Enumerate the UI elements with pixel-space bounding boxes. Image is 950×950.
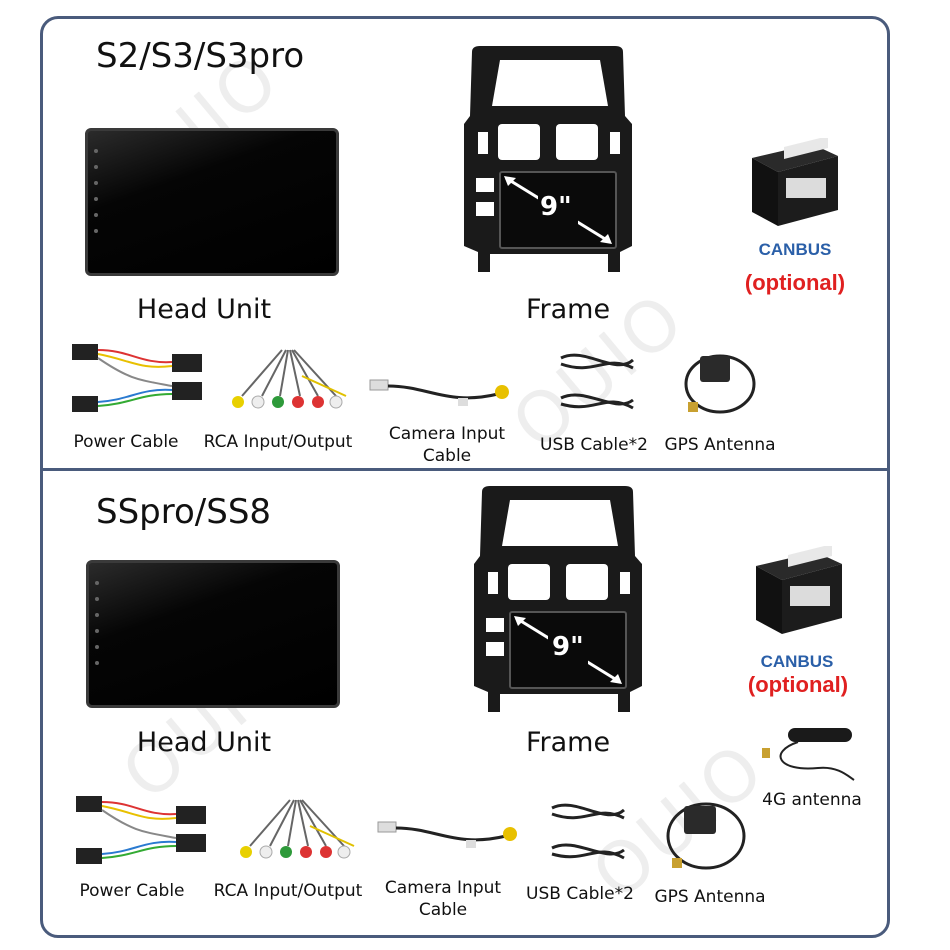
power-cable-icon xyxy=(76,796,206,864)
dash-frame-icon xyxy=(474,486,642,712)
head-unit-screen-icon xyxy=(86,560,340,708)
gps-label: GPS Antenna xyxy=(654,887,766,907)
optional-label: (optional) xyxy=(747,672,849,697)
dash-frame-icon xyxy=(464,46,632,272)
gps-antenna-icon xyxy=(666,802,746,870)
canbus-label: CANBUS xyxy=(760,652,834,671)
rca-label: RCA Input/Output xyxy=(203,432,353,452)
gps-label: GPS Antenna xyxy=(664,435,776,455)
camera-cable-label-2: Cable xyxy=(418,900,468,920)
rca-cables-icon xyxy=(240,799,355,859)
camera-cable-label-1: Camera Input xyxy=(388,424,506,444)
frame-label: Frame xyxy=(525,727,611,758)
camera-cable-icon xyxy=(377,821,517,848)
camera-cable-label-1: Camera Input xyxy=(384,878,502,898)
section-title: SSpro/SS8 xyxy=(96,492,272,532)
canbus-label: CANBUS xyxy=(758,240,832,259)
head-unit-label: Head Unit xyxy=(136,727,272,758)
rca-cables-icon xyxy=(232,349,347,409)
4g-antenna-icon xyxy=(762,728,855,781)
head-unit-label: Head Unit xyxy=(136,294,272,325)
gps-antenna-icon xyxy=(684,354,756,414)
camera-cable-icon xyxy=(369,379,509,406)
frame-label: Frame xyxy=(525,294,611,325)
optional-label: (optional) xyxy=(744,270,846,295)
head-unit-screen-icon xyxy=(85,128,339,276)
camera-cable-label-2: Cable xyxy=(422,446,472,466)
usb-label: USB Cable*2 xyxy=(526,884,634,904)
section-divider xyxy=(40,468,890,471)
frame-size-label: 9" xyxy=(552,632,584,662)
section-title: S2/S3/S3pro xyxy=(96,36,305,76)
canbus-box-icon xyxy=(752,138,838,226)
usb-cables-icon xyxy=(560,353,634,410)
4g-antenna-label: 4G antenna xyxy=(762,790,862,810)
power-cable-label: Power Cable xyxy=(79,881,185,901)
power-cable-icon xyxy=(72,344,202,412)
usb-cables-icon xyxy=(551,803,625,860)
power-cable-label: Power Cable xyxy=(73,432,179,452)
usb-label: USB Cable*2 xyxy=(540,435,648,455)
rca-label: RCA Input/Output xyxy=(213,881,363,901)
canbus-box-icon xyxy=(756,546,842,634)
frame-size-label: 9" xyxy=(540,192,572,222)
